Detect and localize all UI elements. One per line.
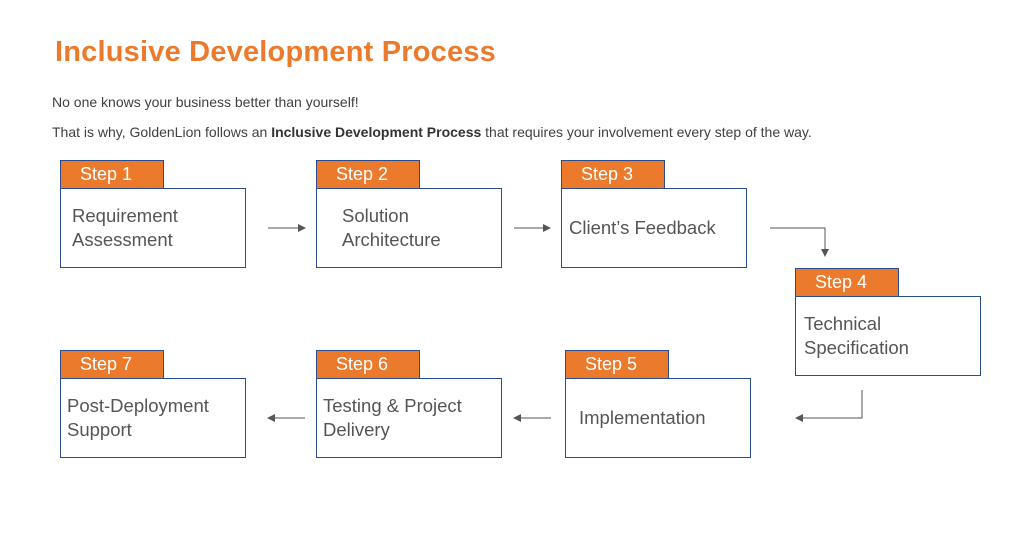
step-5-box: Implementation [565,378,751,458]
step-4-text: Technical Specification [804,313,909,358]
step-4-label: Step 4 [795,268,899,296]
step-5-text: Implementation [579,407,706,428]
intro-line-2-before: That is why, GoldenLion follows an [52,124,272,140]
step-7-box: Post-Deployment Support [60,378,246,458]
arrow-3-to-4 [770,227,829,257]
step-2-label: Step 2 [316,160,420,188]
step-2-text: Solution Architecture [342,205,441,250]
step-7-label: Step 7 [60,350,164,378]
step-3-text: Client’s Feedback [569,217,716,238]
intro-line-2-after: that requires your involvement every ste… [481,124,812,140]
step-6-box: Testing & Project Delivery [316,378,502,458]
intro-line-2: That is why, GoldenLion follows an Inclu… [52,124,812,140]
intro-line-1: No one knows your business better than y… [52,94,359,110]
page-title: Inclusive Development Process [55,36,496,68]
step-5-label: Step 5 [565,350,669,378]
step-4-box: Technical Specification [795,296,981,376]
step-1-label: Step 1 [60,160,164,188]
arrow-4-to-5 [795,390,863,422]
intro-line-2-bold: Inclusive Development Process [271,124,482,140]
step-3-label: Step 3 [561,160,665,188]
step-6-text: Testing & Project Delivery [323,395,462,440]
step-1-box: Requirement Assessment [60,188,246,268]
step-2-box: Solution Architecture [316,188,502,268]
step-1-text: Requirement Assessment [72,205,178,250]
step-3-box: Client’s Feedback [561,188,747,268]
step-7-text: Post-Deployment Support [67,395,209,440]
step-6-label: Step 6 [316,350,420,378]
